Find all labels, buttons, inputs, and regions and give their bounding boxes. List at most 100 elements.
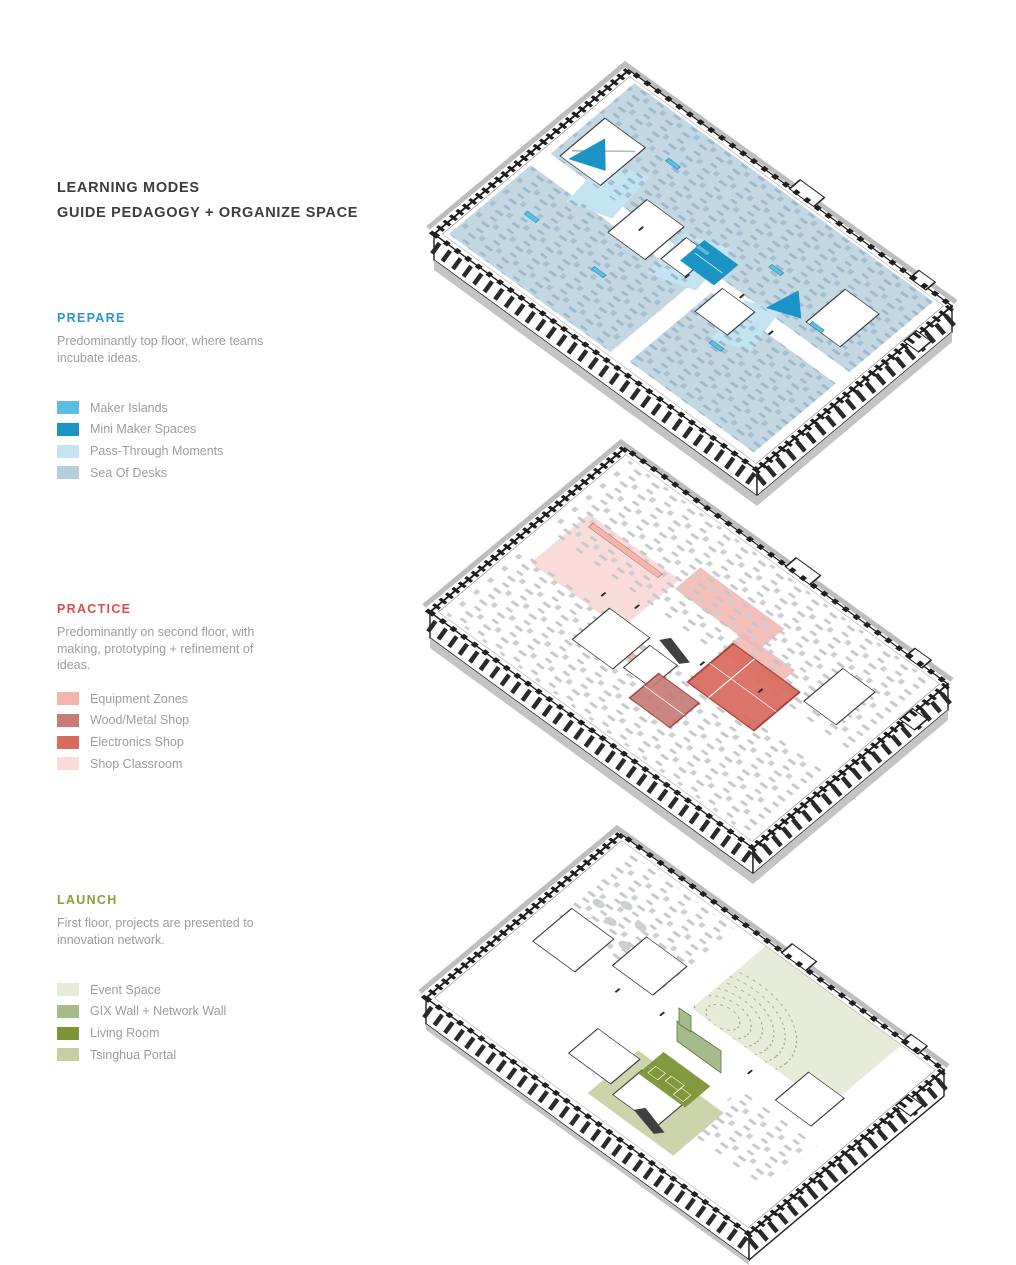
legend-item: Wood/Metal Shop — [57, 713, 190, 728]
legend-swatch — [57, 422, 79, 436]
swatch-maker-islands — [57, 401, 79, 414]
stair-bump — [894, 1093, 925, 1117]
living-room-furniture — [647, 1065, 666, 1081]
roof-protrusion — [904, 647, 933, 669]
section-practice-description: Predominantly on second floor, with maki… — [57, 625, 255, 672]
maker-island — [695, 244, 712, 257]
maker-island — [708, 339, 725, 352]
section-prepare: PREPARE Predominantly top floor, where t… — [57, 311, 297, 480]
legend-item: GIX Wall + Network Wall — [57, 1004, 227, 1019]
slab-edge — [430, 638, 753, 884]
section-launch-description: First floor, projects are presented to i… — [57, 916, 254, 947]
inner-wall-line — [442, 76, 944, 464]
swatch-wood-metal-shop — [57, 713, 79, 727]
legend-item: Pass-Through Moments — [57, 444, 224, 459]
swatch-living-room — [57, 1026, 79, 1040]
stair-bump — [898, 707, 929, 731]
wall-mullions — [430, 241, 957, 492]
legend-label: Equipment Zones — [90, 691, 188, 706]
slab-edge — [757, 332, 952, 506]
page-title-line1: LEARNING MODES — [57, 180, 200, 196]
zone-event-space — [691, 945, 902, 1108]
zone-mini-maker-spaces — [568, 138, 802, 319]
living-room-furniture — [672, 1087, 692, 1102]
legend-item: Electronics Shop — [57, 735, 189, 750]
desk-field — [629, 292, 836, 453]
zone-wood-metal-shop — [628, 672, 701, 729]
parapet-edge — [422, 438, 954, 683]
legend-swatch — [57, 444, 79, 458]
columns — [600, 591, 764, 694]
desk-field — [448, 165, 693, 353]
legend-label: Pass-Through Moments — [90, 444, 224, 459]
legend-item: Equipment Zones — [57, 691, 189, 706]
legend-practice: Equipment Zones Wood/Metal Shop Electron… — [57, 692, 189, 779]
legend-label: GIX Wall + Network Wall — [90, 1004, 227, 1019]
legend-label: Mini Maker Spaces — [90, 422, 197, 437]
roof-protrusion — [900, 1033, 929, 1055]
legend-swatch — [57, 757, 79, 771]
window-mullions — [428, 66, 958, 474]
maker-island — [809, 321, 825, 334]
legend-item: Shop Classroom — [57, 756, 189, 771]
wall-mullions — [422, 1005, 949, 1256]
zone-living-room — [638, 1052, 711, 1108]
core-rooms — [571, 607, 876, 726]
maker-island — [665, 157, 681, 170]
legend-item: Tsinghua Portal — [57, 1047, 226, 1062]
legend-swatch — [57, 713, 79, 727]
roof-protrusion — [908, 269, 937, 291]
legend-label: Electronics Shop — [90, 735, 184, 750]
floor-plan-launch — [418, 824, 950, 1265]
zone-gix-wall — [676, 1020, 722, 1074]
legend-label: Maker Islands — [90, 400, 168, 415]
window-mullions — [424, 444, 954, 852]
legend-label: Tsinghua Portal — [90, 1047, 177, 1062]
legend-item: Maker Islands — [57, 400, 223, 415]
swatch-equipment-zones — [57, 692, 79, 705]
legend-swatch — [57, 1048, 79, 1062]
stair-bump — [902, 329, 933, 353]
section-launch: LAUNCH First floor, projects are present… — [57, 893, 297, 1062]
desk-field — [445, 548, 824, 834]
legend-label: Sea Of Desks — [90, 465, 168, 480]
core-rooms — [532, 907, 845, 1127]
legend-item: Event Space — [57, 982, 226, 997]
swatch-mini-maker-spaces — [57, 422, 79, 436]
legend-item: Sea Of Desks — [57, 465, 223, 480]
round-tables — [592, 898, 647, 950]
swatch-shop-classroom — [57, 757, 79, 771]
section-practice-heading: PRACTICE — [57, 602, 132, 616]
section-launch-heading: LAUNCH — [57, 893, 118, 907]
swatch-sea-of-desks — [57, 466, 79, 480]
page-title: LEARNING MODES GUIDE PEDAGOGY + ORGANIZE… — [57, 176, 358, 225]
wall-mullions — [426, 619, 953, 870]
swatch-gix-wall — [57, 1004, 79, 1018]
legend-swatch — [57, 1004, 79, 1018]
legend-swatch — [57, 1026, 79, 1040]
slab-edge — [753, 710, 948, 884]
page-title-line2: GUIDE PEDAGOGY + ORGANIZE SPACE — [57, 204, 359, 221]
floor-plan-prepare — [426, 60, 958, 506]
swatch-pass-through — [57, 444, 79, 458]
zone-network-wall — [678, 1007, 692, 1033]
floor-plan-practice — [422, 438, 954, 884]
legend-label: Event Space — [90, 982, 161, 997]
section-practice: PRACTICE Predominantly on second floor, … — [57, 602, 297, 771]
legend-label: Living Room — [90, 1026, 160, 1041]
legend-label: Shop Classroom — [90, 756, 183, 771]
maker-island — [768, 264, 785, 276]
inner-wall-line — [434, 840, 936, 1228]
zone-maker-islands — [523, 157, 825, 352]
legend-swatch — [57, 983, 79, 996]
columns — [638, 226, 774, 336]
legend-prepare: Maker Islands Mini Maker Spaces Pass-Thr… — [57, 401, 223, 488]
desk-field — [553, 852, 736, 995]
window-mullions — [420, 830, 950, 1238]
stair — [633, 1107, 665, 1134]
section-prepare-description: Predominantly top floor, where teams inc… — [57, 334, 264, 365]
roof-protrusion — [784, 556, 822, 586]
parapet-edge — [426, 60, 958, 305]
legend-label: Wood/Metal Shop — [90, 713, 190, 728]
